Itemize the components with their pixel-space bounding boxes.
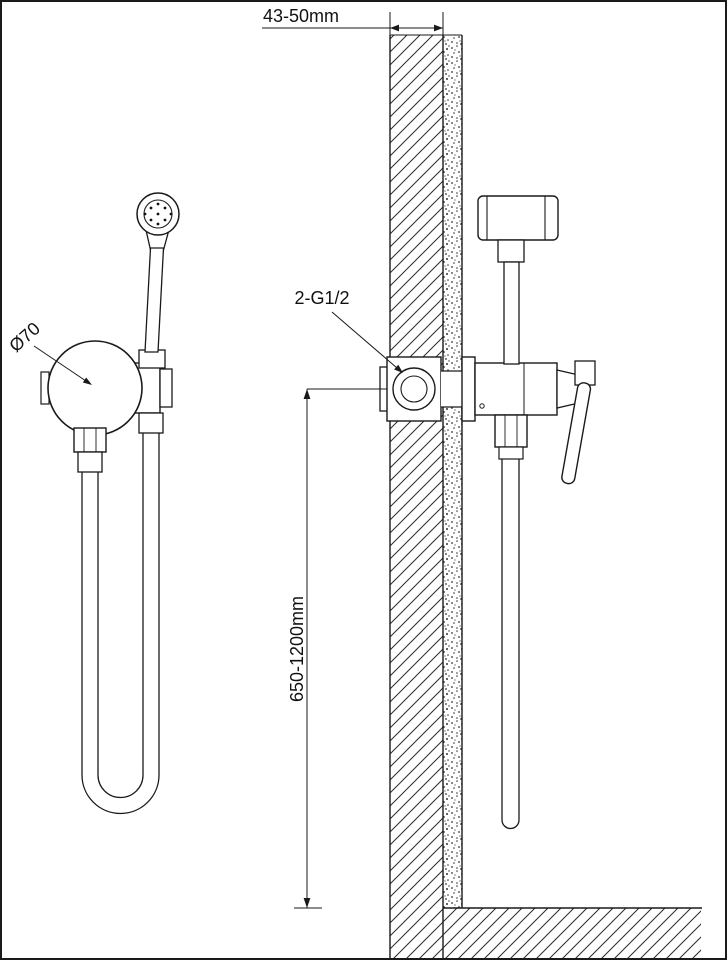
floor-hatch <box>443 908 701 958</box>
dimension-wall-depth: 43-50mm <box>262 6 444 35</box>
valve-cylinder-end <box>159 368 173 408</box>
side-view-hose <box>494 414 528 830</box>
hose-nut-side <box>494 414 528 448</box>
side-view-valve-trim <box>461 356 596 485</box>
valve-body-side <box>474 362 558 416</box>
diameter-leader-line <box>33 345 87 382</box>
inlet-port-circle <box>392 367 436 411</box>
shower-hose-front <box>81 433 160 815</box>
diameter-leader-arrow <box>82 377 92 385</box>
outlet-adapter <box>77 451 103 473</box>
lever-pivot <box>574 360 596 386</box>
valve-round-body-front <box>47 340 143 436</box>
thread-label: 2-G1/2 <box>294 288 349 308</box>
spray-nozzle-dots <box>143 202 173 226</box>
wall-hatch <box>390 35 443 958</box>
valve-escutcheon <box>461 356 476 422</box>
arrow-up <box>303 389 311 399</box>
head-diameter-label: Ø70 <box>5 318 44 356</box>
front-view <box>40 192 180 815</box>
wand-socket <box>138 349 166 369</box>
set-screw-dot <box>479 403 485 409</box>
sprayer-collar <box>497 239 525 263</box>
valve-wall-crossing <box>441 371 462 407</box>
thread-callout: 2-G1/2 <box>294 288 403 373</box>
dimension-install-height: 650-1200mm <box>287 388 387 909</box>
sprayer-wand-front <box>144 247 165 353</box>
hose-end-cap <box>501 819 520 830</box>
wand-hose-nut <box>138 412 164 434</box>
thread-leader-line <box>331 311 398 369</box>
side-view-wall <box>389 34 702 958</box>
inlet-port-inner-circle <box>400 375 428 403</box>
thread-leader-arrow <box>394 364 403 373</box>
install-height-label: 650-1200mm <box>287 596 307 702</box>
side-view-sprayer <box>477 195 559 365</box>
arrow-left <box>390 24 399 32</box>
lever-handle <box>561 382 592 485</box>
sprayer-rod <box>503 261 520 365</box>
hose-adapter-side <box>498 446 524 460</box>
wall-finish-stipple <box>443 35 462 908</box>
wall-depth-label: 43-50mm <box>263 6 339 26</box>
sprayer-head-side <box>477 195 559 241</box>
arrow-right <box>434 24 443 32</box>
arrow-down <box>303 898 311 908</box>
outlet-nut <box>73 427 107 453</box>
